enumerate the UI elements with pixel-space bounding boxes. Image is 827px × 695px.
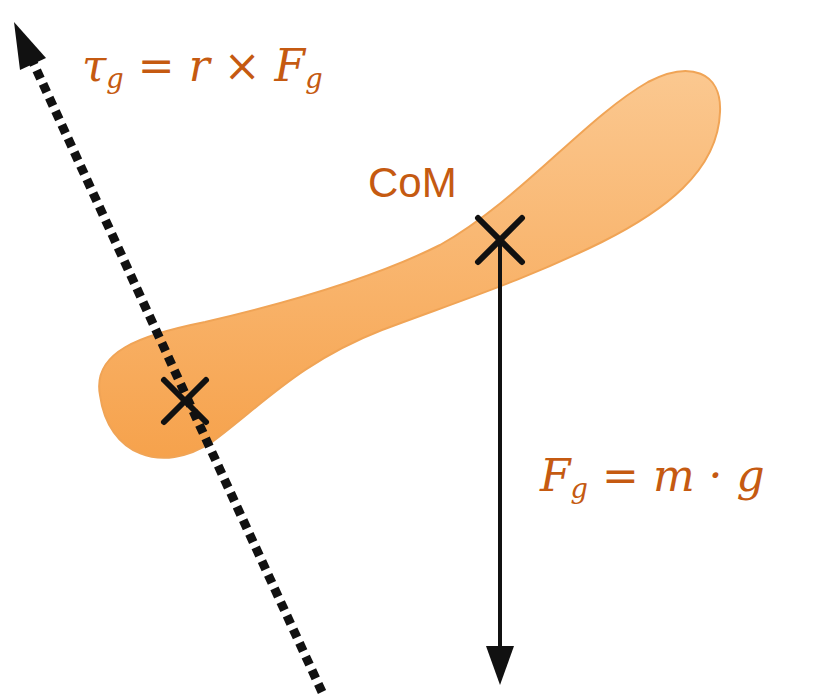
- rotation-axis: [32, 60, 322, 692]
- axis-arrowhead: [14, 22, 46, 70]
- com-label: CoM: [368, 160, 457, 206]
- com-cross: [478, 218, 522, 262]
- gravity-arrowhead: [486, 646, 514, 685]
- gravity-vector: [498, 240, 502, 650]
- gravity-formula: Fg = m · g: [540, 452, 765, 504]
- torque-formula: τg = r × Fg: [82, 42, 323, 94]
- pivot-cross: [164, 380, 206, 422]
